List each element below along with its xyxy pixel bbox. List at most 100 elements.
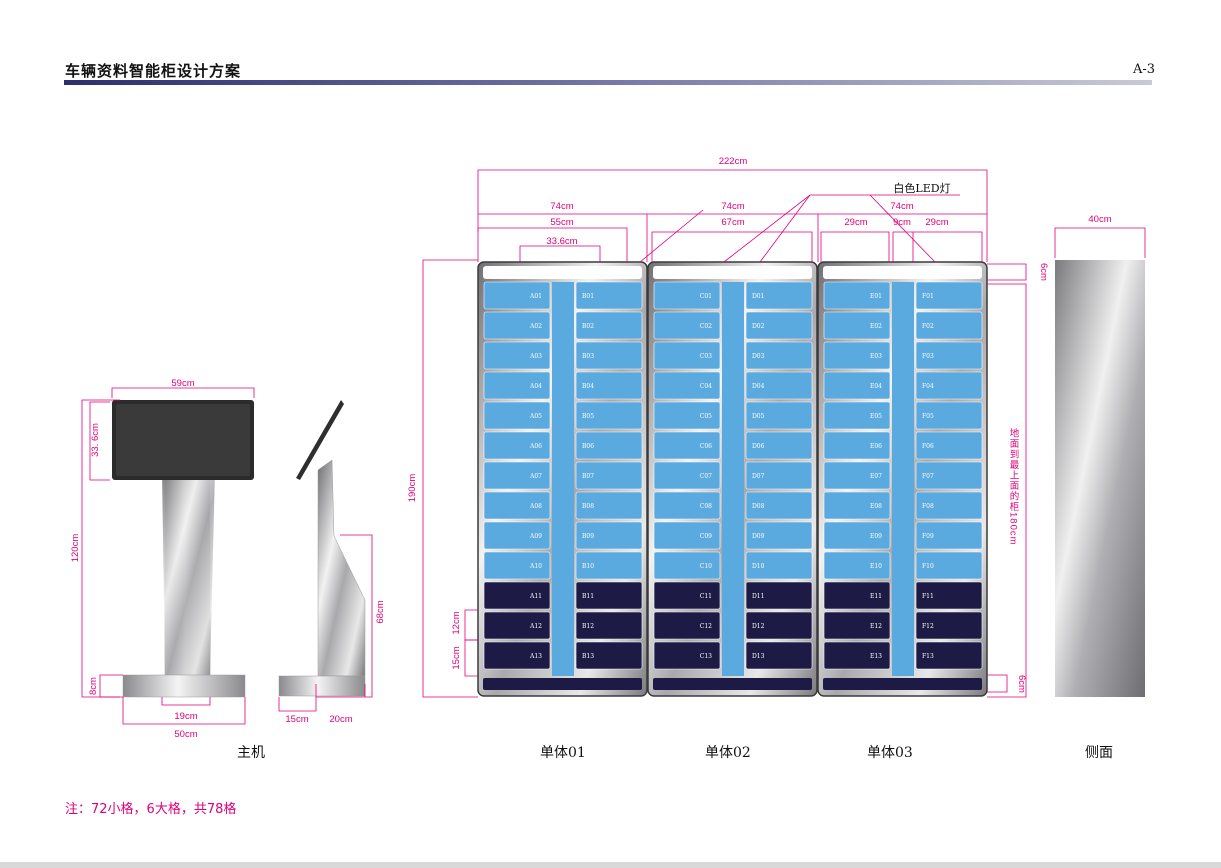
locker-door[interactable] — [823, 401, 891, 430]
locker-door[interactable] — [823, 551, 891, 580]
locker-cell[interactable]: E03 — [823, 341, 891, 370]
locker-cell[interactable]: F13 — [915, 641, 983, 670]
locker-cell[interactable]: C09 — [653, 521, 721, 550]
locker-cell[interactable]: D10 — [745, 551, 813, 580]
locker-door[interactable] — [483, 581, 551, 610]
locker-door[interactable] — [575, 461, 643, 490]
locker-door[interactable] — [483, 641, 551, 670]
locker-door[interactable] — [823, 491, 891, 520]
locker-cell[interactable]: D04 — [745, 371, 813, 400]
locker-door[interactable] — [483, 371, 551, 400]
locker-door[interactable] — [745, 461, 813, 490]
locker-door[interactable] — [823, 431, 891, 460]
locker-door[interactable] — [483, 611, 551, 640]
locker-cell[interactable]: A05 — [483, 401, 551, 430]
locker-door[interactable] — [653, 311, 721, 340]
locker-door[interactable] — [823, 311, 891, 340]
locker-door[interactable] — [483, 281, 551, 310]
locker-cell[interactable]: C02 — [653, 311, 721, 340]
locker-cell[interactable]: E10 — [823, 551, 891, 580]
locker-door[interactable] — [915, 311, 983, 340]
locker-door[interactable] — [653, 431, 721, 460]
locker-cell[interactable]: E08 — [823, 491, 891, 520]
locker-door[interactable] — [653, 491, 721, 520]
locker-door[interactable] — [823, 581, 891, 610]
locker-cell[interactable]: F09 — [915, 521, 983, 550]
locker-cell[interactable]: F01 — [915, 281, 983, 310]
locker-cell[interactable]: A13 — [483, 641, 551, 670]
locker-cell[interactable]: D06 — [745, 431, 813, 460]
locker-door[interactable] — [745, 611, 813, 640]
locker-door[interactable] — [653, 461, 721, 490]
locker-door[interactable] — [575, 521, 643, 550]
locker-cell[interactable]: B05 — [575, 401, 643, 430]
locker-cell[interactable]: C04 — [653, 371, 721, 400]
locker-cell[interactable]: A10 — [483, 551, 551, 580]
locker-door[interactable] — [915, 401, 983, 430]
locker-door[interactable] — [915, 611, 983, 640]
locker-door[interactable] — [823, 461, 891, 490]
locker-door[interactable] — [823, 281, 891, 310]
locker-door[interactable] — [483, 521, 551, 550]
locker-cell[interactable]: C05 — [653, 401, 721, 430]
locker-door[interactable] — [653, 611, 721, 640]
locker-cell[interactable]: D08 — [745, 491, 813, 520]
locker-cell[interactable]: B03 — [575, 341, 643, 370]
locker-cell[interactable]: E07 — [823, 461, 891, 490]
locker-cell[interactable]: C06 — [653, 431, 721, 460]
locker-door[interactable] — [915, 551, 983, 580]
locker-cell[interactable]: A09 — [483, 521, 551, 550]
locker-cell[interactable]: F02 — [915, 311, 983, 340]
locker-cell[interactable]: D13 — [745, 641, 813, 670]
locker-cell[interactable]: E01 — [823, 281, 891, 310]
locker-door[interactable] — [483, 491, 551, 520]
locker-door[interactable] — [575, 431, 643, 460]
locker-door[interactable] — [745, 401, 813, 430]
locker-cell[interactable]: C08 — [653, 491, 721, 520]
locker-door[interactable] — [575, 581, 643, 610]
locker-door[interactable] — [745, 641, 813, 670]
locker-door[interactable] — [575, 401, 643, 430]
locker-cell[interactable]: D11 — [745, 581, 813, 610]
locker-cell[interactable]: B01 — [575, 281, 643, 310]
locker-door[interactable] — [745, 341, 813, 370]
locker-door[interactable] — [745, 551, 813, 580]
locker-door[interactable] — [575, 311, 643, 340]
locker-cell[interactable]: C03 — [653, 341, 721, 370]
locker-cell[interactable]: A12 — [483, 611, 551, 640]
locker-door[interactable] — [653, 521, 721, 550]
locker-cell[interactable]: A07 — [483, 461, 551, 490]
locker-cell[interactable]: E05 — [823, 401, 891, 430]
locker-door[interactable] — [745, 281, 813, 310]
locker-cell[interactable]: B12 — [575, 611, 643, 640]
locker-door[interactable] — [575, 281, 643, 310]
locker-door[interactable] — [915, 461, 983, 490]
locker-cell[interactable]: F11 — [915, 581, 983, 610]
locker-door[interactable] — [575, 641, 643, 670]
locker-cell[interactable]: C07 — [653, 461, 721, 490]
locker-door[interactable] — [483, 401, 551, 430]
locker-door[interactable] — [575, 341, 643, 370]
locker-cell[interactable]: B10 — [575, 551, 643, 580]
locker-cell[interactable]: A04 — [483, 371, 551, 400]
locker-door[interactable] — [915, 341, 983, 370]
locker-cell[interactable]: C01 — [653, 281, 721, 310]
locker-cell[interactable]: C10 — [653, 551, 721, 580]
locker-cell[interactable]: A06 — [483, 431, 551, 460]
locker-cell[interactable]: D05 — [745, 401, 813, 430]
locker-cell[interactable]: C13 — [653, 641, 721, 670]
locker-door[interactable] — [745, 581, 813, 610]
locker-door[interactable] — [653, 581, 721, 610]
locker-door[interactable] — [745, 311, 813, 340]
locker-door[interactable] — [653, 551, 721, 580]
locker-door[interactable] — [745, 431, 813, 460]
locker-cell[interactable]: B13 — [575, 641, 643, 670]
locker-door[interactable] — [823, 521, 891, 550]
locker-cell[interactable]: F12 — [915, 611, 983, 640]
locker-cell[interactable]: D03 — [745, 341, 813, 370]
locker-cell[interactable]: B09 — [575, 521, 643, 550]
locker-door[interactable] — [483, 311, 551, 340]
locker-door[interactable] — [653, 371, 721, 400]
locker-cell[interactable]: B07 — [575, 461, 643, 490]
locker-cell[interactable]: B06 — [575, 431, 643, 460]
